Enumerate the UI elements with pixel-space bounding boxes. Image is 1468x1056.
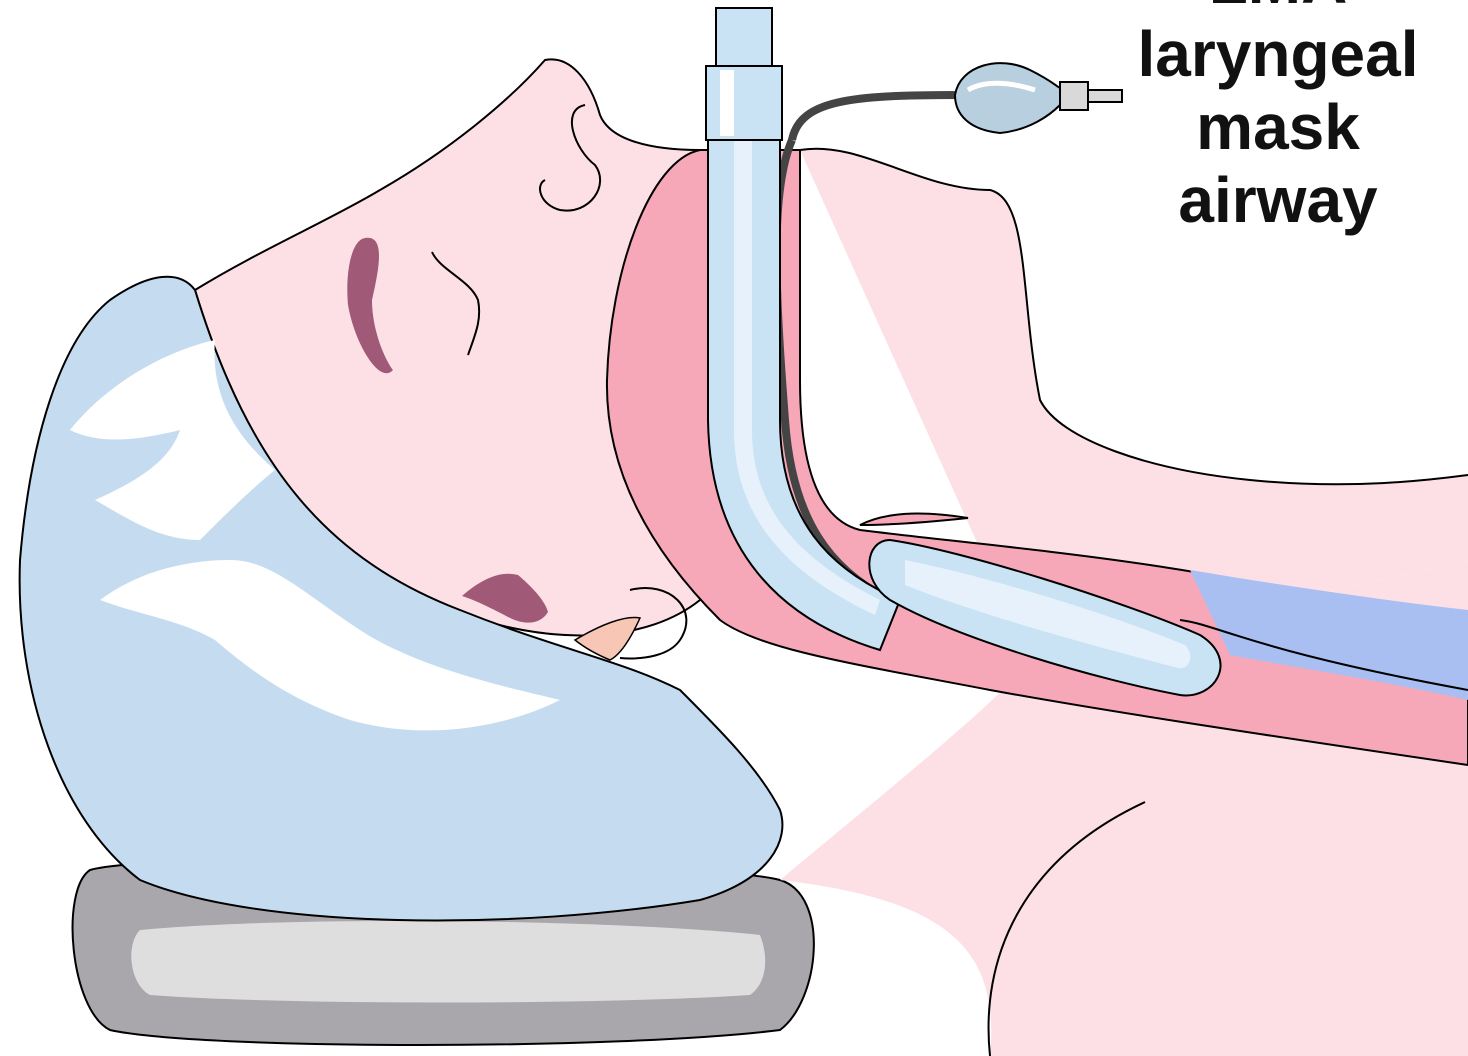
caption-line-3: mask <box>1018 91 1468 164</box>
caption-line-1: LMA <box>1018 0 1468 18</box>
caption-line-2: laryngeal <box>1018 18 1468 91</box>
diagram-caption: LMA laryngeal mask airway <box>1018 0 1468 237</box>
caption-line-4: airway <box>1018 164 1468 237</box>
